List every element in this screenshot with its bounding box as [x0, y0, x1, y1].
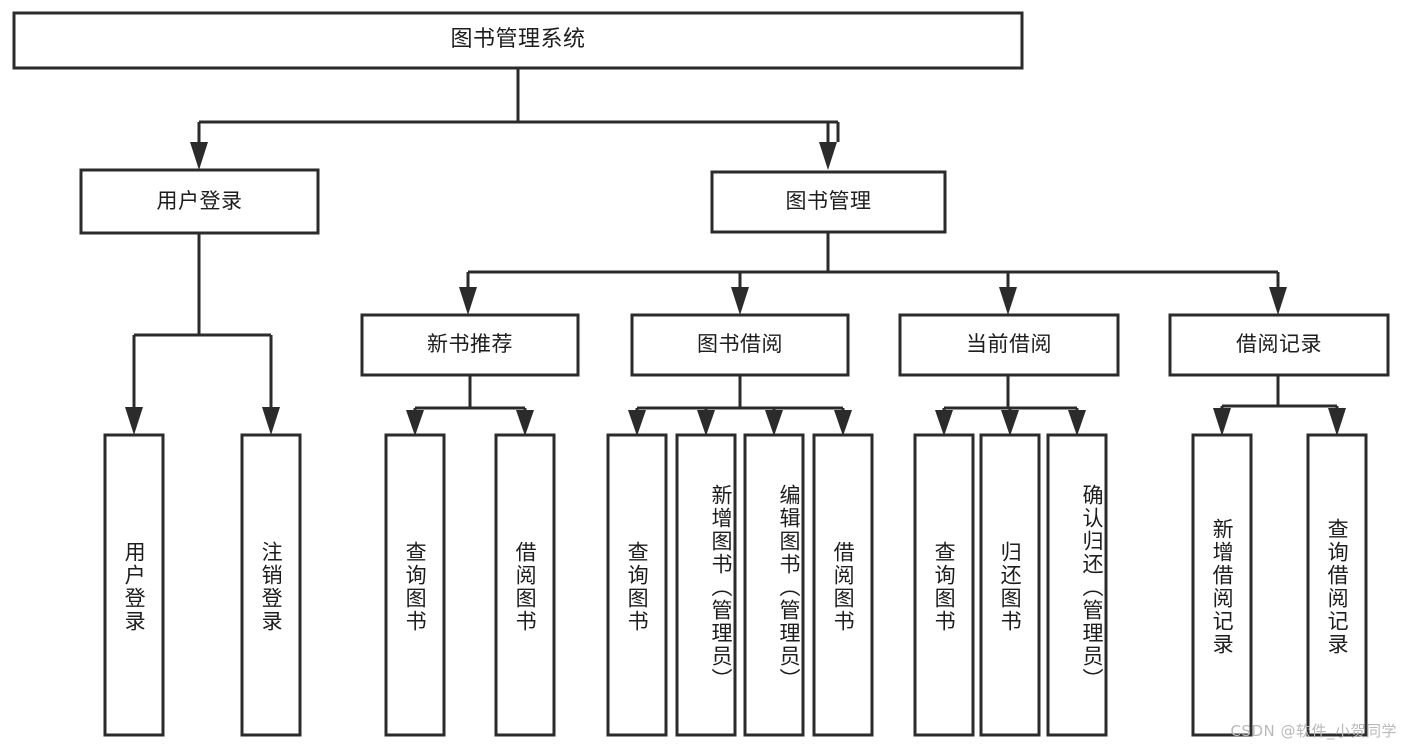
node-leaf-borrow-book-1[interactable]: [494, 433, 556, 737]
node-leaf-add-record[interactable]: [1191, 433, 1253, 737]
arrow-head-icon: [262, 407, 280, 435]
arrow-head-icon: [834, 410, 852, 436]
arrow-head-icon: [190, 142, 208, 170]
node-leaf-user-login[interactable]: [103, 433, 165, 737]
node-leaf-query-book-3[interactable]: [913, 433, 975, 737]
arrow-head-icon: [765, 410, 783, 436]
watermark: CSDN @软件_小贺同学: [1230, 722, 1397, 740]
node-leaf-query-book-2[interactable]: [606, 433, 668, 737]
node-current-borrow[interactable]: [898, 313, 1120, 377]
connectors-current-to-leaves: [935, 375, 1086, 436]
node-leaf-edit-book[interactable]: [743, 433, 805, 737]
arrow-head-icon: [1001, 410, 1019, 436]
node-leaf-borrow-book-2[interactable]: [812, 433, 874, 737]
arrow-head-icon: [731, 287, 749, 315]
arrow-head-icon: [628, 410, 646, 436]
arrow-head-icon: [999, 287, 1017, 315]
node-leaf-add-book[interactable]: [675, 433, 737, 737]
node-user-login[interactable]: [79, 168, 320, 235]
arrow-head-icon: [697, 410, 715, 436]
arrow-head-icon: [406, 410, 424, 436]
node-book-borrow[interactable]: [630, 313, 850, 377]
connectors-bookmgmt-to-level2: [459, 232, 1287, 315]
node-leaf-return-book[interactable]: [979, 433, 1041, 737]
arrow-head-icon: [459, 287, 477, 315]
connectors-records-to-leaves: [1213, 375, 1346, 436]
arrow-head-icon: [1213, 408, 1231, 436]
node-leaf-query-book-1[interactable]: [384, 433, 446, 737]
node-leaf-confirm-return[interactable]: [1046, 433, 1108, 737]
arrow-head-icon: [1068, 410, 1086, 436]
arrow-head-icon: [125, 407, 143, 435]
connectors-root-to-level1: [190, 68, 840, 170]
node-book-management[interactable]: [710, 170, 947, 234]
connectors-userlogin-to-leaves: [125, 233, 280, 435]
arrow-head-icon: [935, 410, 953, 436]
arrow-head-icon: [516, 410, 534, 436]
connectors-newbook-to-leaves: [406, 375, 534, 436]
arrow-head-icon: [819, 142, 837, 170]
node-leaf-query-record[interactable]: [1306, 433, 1368, 737]
node-root[interactable]: [12, 11, 1024, 70]
arrow-head-icon: [1269, 287, 1287, 315]
node-leaf-logout[interactable]: [240, 433, 302, 737]
node-new-book-recommend[interactable]: [360, 313, 580, 377]
arrow-head-icon: [1328, 408, 1346, 436]
connectors-borrow-to-leaves: [628, 375, 852, 436]
node-borrow-record[interactable]: [1168, 313, 1390, 377]
